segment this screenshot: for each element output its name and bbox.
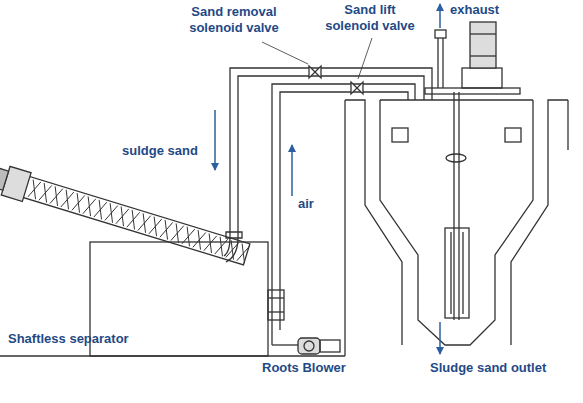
screw-flight	[182, 227, 195, 247]
screw-flight	[182, 227, 195, 247]
screw-flight	[149, 217, 162, 237]
screw-flight	[105, 203, 118, 223]
screw-flight	[116, 207, 129, 227]
screw-flight	[105, 203, 118, 223]
screw-flight	[149, 217, 162, 237]
screw-flight	[61, 190, 74, 210]
valve-label: Sand removal solenoid valve	[178, 4, 290, 36]
screw-flight	[204, 233, 217, 253]
screw-flight	[171, 223, 184, 243]
outlet-label: exhaust	[450, 2, 499, 18]
screw-flight	[127, 210, 140, 230]
screw-flight	[50, 186, 63, 206]
screw-flight	[61, 190, 74, 210]
screw-flight	[237, 244, 250, 264]
screw-flight	[39, 183, 52, 203]
screw-flight	[127, 210, 140, 230]
screw-flight	[83, 196, 96, 216]
equipment-label: Roots Blower	[262, 360, 346, 376]
screw-flight	[72, 193, 85, 213]
screw-flight	[50, 186, 63, 206]
screw-flight	[193, 230, 206, 250]
screw-flight	[215, 237, 228, 257]
screw-flight	[237, 244, 250, 264]
screw-flight	[28, 180, 41, 200]
valve-label: Sand lift solenoid valve	[316, 2, 424, 34]
screw-flight	[160, 220, 173, 240]
screw-flight	[193, 230, 206, 250]
screw-flight	[72, 193, 85, 213]
screw-flight	[39, 183, 52, 203]
flow-label: air	[298, 196, 314, 212]
screw-flight	[226, 240, 239, 260]
screw-flight	[171, 223, 184, 243]
screw-flight	[138, 213, 151, 233]
outlet-label: Sludge sand outlet	[430, 360, 546, 376]
screw-flight	[226, 240, 239, 260]
screw-flight	[28, 180, 41, 200]
equipment-label: Shaftless separator	[8, 331, 129, 347]
screw-flight	[204, 233, 217, 253]
flow-label: suldge sand	[122, 143, 198, 159]
screw-flight	[83, 196, 96, 216]
screw-flight	[215, 237, 228, 257]
screw-flight	[116, 207, 129, 227]
screw-flight	[138, 213, 151, 233]
screw-flight	[94, 200, 107, 220]
screw-flight	[94, 200, 107, 220]
screw-flight	[160, 220, 173, 240]
